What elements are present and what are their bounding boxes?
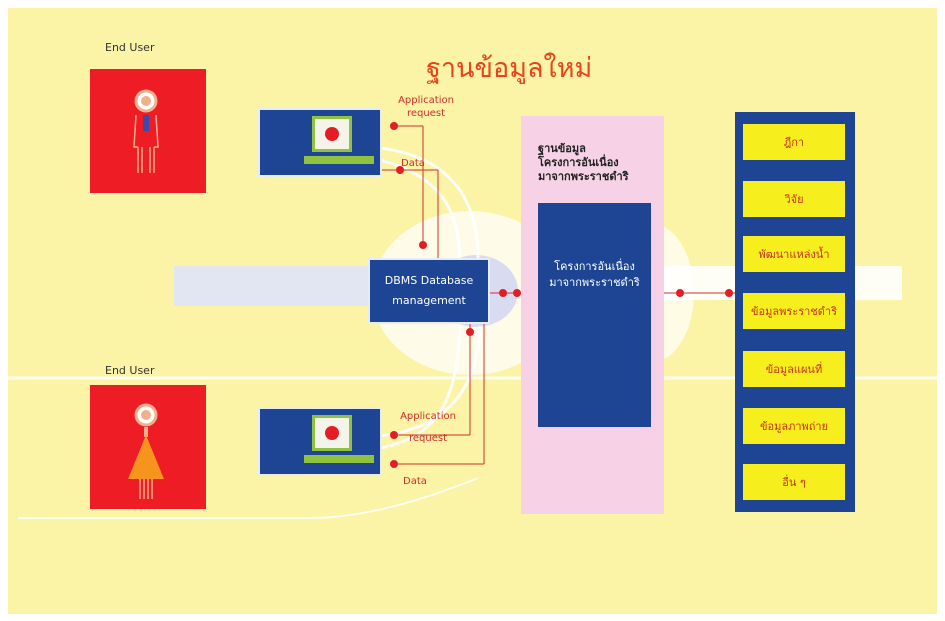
data-label-bottom: Data — [403, 476, 427, 487]
diagram-title: ฐานข้อมูลใหม่ — [426, 53, 593, 84]
connector-dot — [419, 241, 427, 249]
category-item: อื่น ๆ — [743, 464, 845, 500]
keyboard-icon — [304, 156, 374, 164]
person-icon — [128, 403, 164, 499]
monitor-icon — [312, 116, 352, 152]
connector-dot — [390, 122, 398, 130]
data-label-top: Data — [401, 158, 425, 169]
category-item: ฎีกา — [743, 124, 845, 160]
person-icon — [133, 89, 159, 173]
category-item: พัฒนาแหล่งน้ำ — [743, 236, 845, 272]
category-column: ฎีกา วิจัย พัฒนาแหล่งน้ำ ข้อมูลพระราชดำร… — [735, 112, 855, 512]
database-title: ฐานข้อมูล โครงการอันเนื่อง มาจากพระราชดำ… — [538, 142, 629, 183]
database-store: โครงการอันเนื่อง มาจากพระราชดำริ — [538, 203, 651, 427]
left-band — [174, 266, 374, 306]
request-label-bottom: Application request — [400, 411, 456, 444]
request-label-top: Application request — [398, 95, 454, 119]
end-user-panel-bottom — [90, 385, 206, 509]
terminal-bottom — [258, 407, 382, 476]
end-user-label-bottom: End User — [105, 364, 155, 377]
connector-dot — [390, 460, 398, 468]
end-user-label-top: End User — [105, 41, 155, 54]
category-item: ข้อมูลภาพถ่าย — [743, 408, 845, 444]
category-item: ข้อมูลแผนที่ — [743, 351, 845, 387]
dbms-box: DBMS Database management — [368, 258, 490, 324]
dbms-label-line1: DBMS Database — [384, 274, 474, 287]
connector-dot — [466, 328, 474, 336]
diagram-canvas: ฐานข้อมูลใหม่ End User End User Applicat… — [8, 8, 937, 614]
connector-dot — [725, 289, 733, 297]
connector-dot — [513, 289, 521, 297]
dbms-label-line2: management — [392, 294, 466, 307]
connector-dot — [390, 431, 398, 439]
monitor-icon — [312, 415, 352, 451]
connector-dot — [499, 289, 507, 297]
end-user-panel-top — [90, 69, 206, 193]
connector-dot — [396, 166, 404, 174]
terminal-top — [258, 108, 382, 177]
category-item: ข้อมูลพระราชดำริ — [743, 293, 845, 329]
keyboard-icon — [304, 455, 374, 463]
connector-dot — [676, 289, 684, 297]
category-item: วิจัย — [743, 181, 845, 217]
